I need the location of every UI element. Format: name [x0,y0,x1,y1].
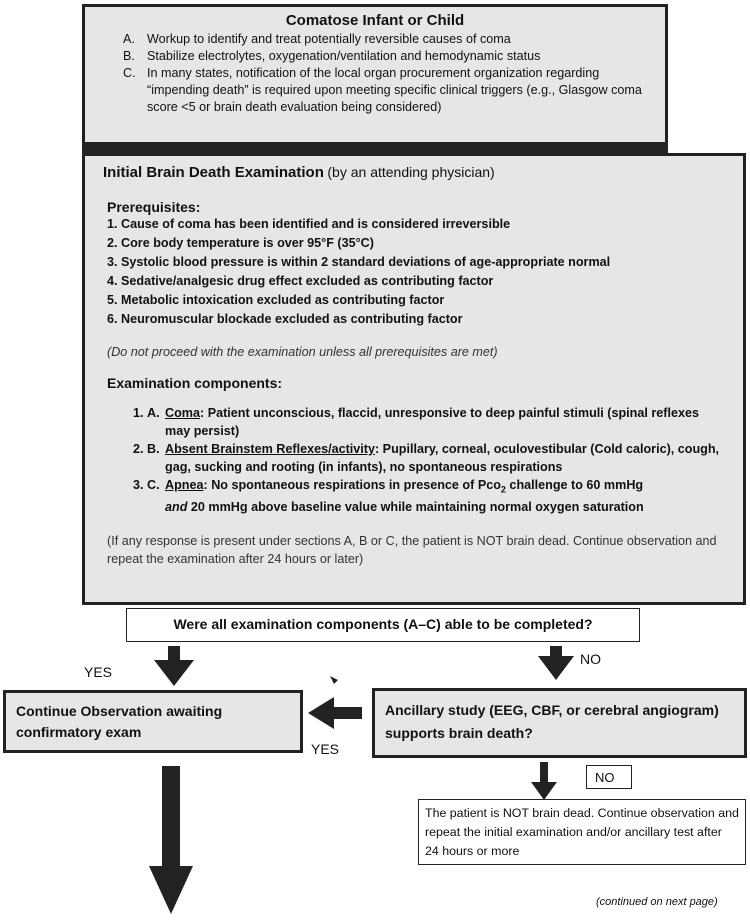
arrow-big-down [149,766,193,914]
comatose-list: A.Workup to identify and treat potential… [93,31,657,116]
initial-exam-heading: Initial Brain Death Examination (by an a… [103,164,495,181]
arrow-no-down [538,646,574,680]
not-brain-dead-text: The patient is NOT brain dead. Continue … [425,806,739,858]
list-item: 3. Systolic blood pressure is within 2 s… [107,255,611,269]
exam-note: (If any response is present under sectio… [107,534,717,567]
question-box: Were all examination components (A–C) ab… [126,608,640,642]
no-label-box: NO [586,765,632,789]
no-label-right: NO [580,651,601,667]
continued-note: (continued on next page) [596,896,718,908]
arrow-no-lower [531,762,557,800]
list-item: B.Stabilize electrolytes, oxygenation/ve… [123,49,541,63]
comatose-title: Comatose Infant or Child [285,12,465,29]
ancillary-study-box: Ancillary study (EEG, CBF, or cerebral a… [372,688,747,758]
ancillary-study-text: Ancillary study (EEG, CBF, or cerebral a… [385,702,719,741]
arrow-yes-down [154,646,194,686]
list-item: A.Workup to identify and treat potential… [123,32,511,46]
continue-observation-text: Continue Observation awaiting confirmato… [16,703,223,740]
not-brain-dead-box: The patient is NOT brain dead. Continue … [418,799,746,865]
list-item: C.In many states, notification of the lo… [123,66,642,114]
no-label-lower: NO [595,770,615,785]
small-marker [330,676,338,684]
list-item: 1. Cause of coma has been identified and… [107,217,511,231]
list-item: B.Absent Brainstem Reflexes/activity: Pu… [147,440,723,476]
exam-components-title: Examination components: [107,375,283,391]
continue-observation-box: Continue Observation awaiting confirmato… [3,690,303,753]
list-item: C.Apnea: No spontaneous respirations in … [147,476,723,517]
list-item: 5. Metabolic intoxication excluded as co… [107,293,445,307]
initial-exam-box: Initial Brain Death Examination (by an a… [82,153,746,605]
yes-label-mid: YES [311,741,340,757]
list-item: 2. Core body temperature is over 95°F (3… [107,236,374,250]
exam-components-list: A.Coma: Patient unconscious, flaccid, un… [107,404,723,517]
question-text: Were all examination components (A–C) ab… [173,616,593,632]
list-item: 4. Sedative/analgesic drug effect exclud… [107,274,494,288]
list-item: 6. Neuromuscular blockade excluded as co… [107,312,463,326]
yes-label-left: YES [84,664,113,680]
prerequisites-title: Prerequisites: [107,199,201,215]
prerequisites-note: (Do not proceed with the examination unl… [107,345,498,359]
connector-box1-box2 [82,145,668,153]
comatose-box: Comatose Infant or Child A.Workup to ide… [82,4,668,145]
list-item: A.Coma: Patient unconscious, flaccid, un… [147,404,723,440]
prerequisites-list: 1. Cause of coma has been identified and… [107,215,727,329]
arrow-yes-left [308,697,362,729]
